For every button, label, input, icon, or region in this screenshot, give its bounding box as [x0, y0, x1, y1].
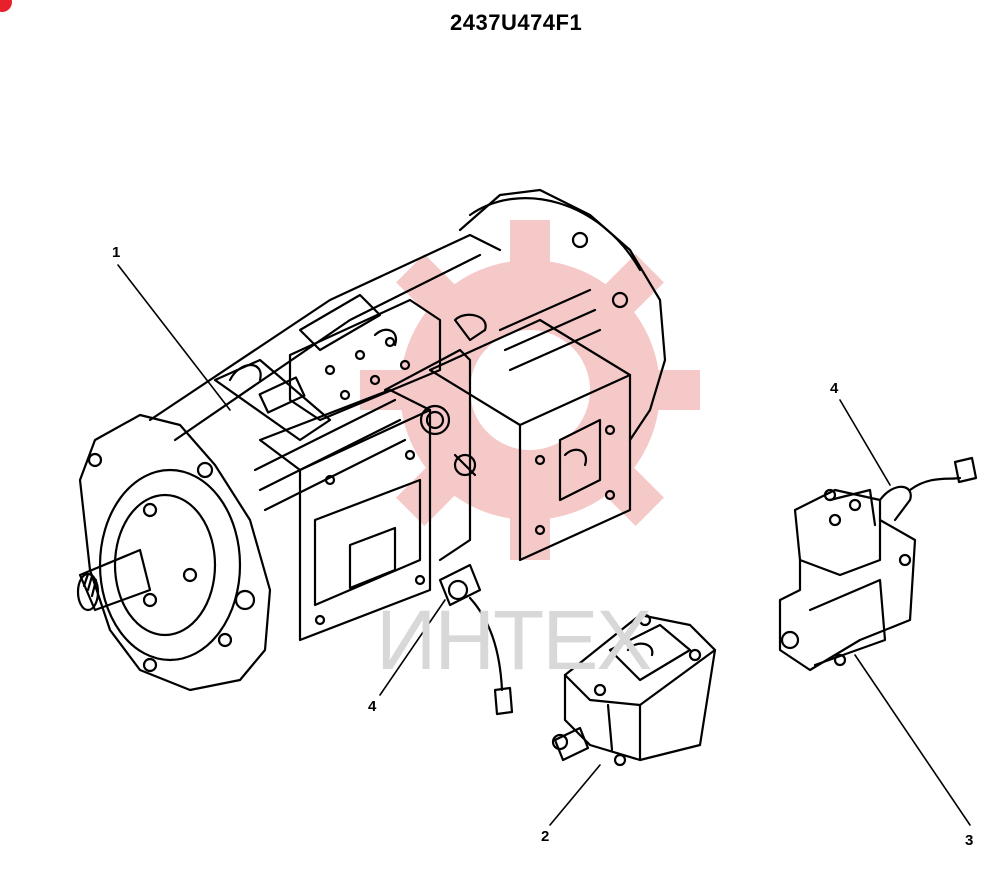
- main-pump-assembly: [76, 188, 667, 716]
- callout-4-right: 4: [830, 380, 839, 397]
- callout-3: 3: [965, 832, 974, 849]
- regulator-part-2: [551, 613, 717, 767]
- watermark-gear-logo: [360, 220, 700, 560]
- leader-line-1: [117, 264, 231, 411]
- leader-line-4b: [839, 399, 891, 486]
- regulator-part-3: [778, 456, 978, 672]
- watermark-text: ИНТЕХ: [376, 593, 652, 687]
- callout-4-left: 4: [368, 698, 377, 715]
- leader-lines: [117, 264, 971, 826]
- callout-2: 2: [541, 828, 550, 845]
- leader-line-4a: [379, 599, 446, 696]
- callout-1: 1: [112, 244, 121, 261]
- corner-mark: [0, 0, 12, 12]
- leader-line-2: [549, 764, 601, 826]
- leader-line-3: [854, 654, 971, 826]
- part-number-title: 2437U474F1: [450, 10, 583, 35]
